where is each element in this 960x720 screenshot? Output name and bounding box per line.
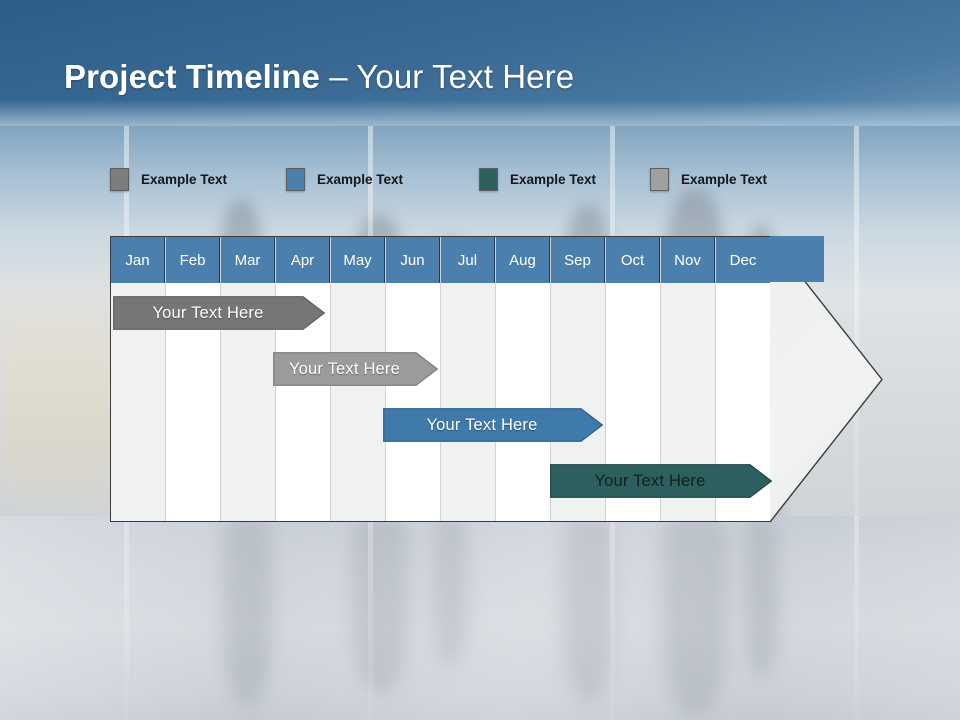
month-header-mar[interactable]: Mar xyxy=(221,237,275,283)
legend-item[interactable]: Example Text xyxy=(650,168,767,191)
timeline-column-jan: Jan xyxy=(111,237,166,521)
title-band xyxy=(0,0,960,126)
task-bar[interactable]: Your Text Here xyxy=(550,464,772,498)
timeline-column-feb: Feb xyxy=(166,237,221,521)
month-header-apr[interactable]: Apr xyxy=(276,237,330,283)
month-header-jan[interactable]: Jan xyxy=(111,237,165,283)
floor-reflection xyxy=(562,516,614,702)
legend-item-label: Example Text xyxy=(510,172,597,187)
legend-item[interactable]: Example Text xyxy=(479,168,596,191)
task-bar[interactable]: Your Text Here xyxy=(383,408,603,442)
page-title-strong: Project Timeline xyxy=(64,58,320,95)
window-mullion-reflection xyxy=(124,516,129,720)
task-bar-label: Your Text Here xyxy=(594,471,706,490)
window-mullion-reflection xyxy=(368,516,373,720)
legend-item-label: Example Text xyxy=(681,172,768,187)
task-bar-label: Your Text Here xyxy=(288,359,401,378)
legend-color-swatch xyxy=(286,168,305,191)
legend-color-swatch xyxy=(650,168,669,191)
timeline-column-jul: Jul xyxy=(441,237,496,521)
task-bar[interactable]: Your Text Here xyxy=(273,352,438,386)
task-bar-label: Your Text Here xyxy=(152,303,264,322)
task-bar-shape xyxy=(113,296,325,330)
floor-sheen xyxy=(0,516,960,720)
page-title-light: – Your Text Here xyxy=(319,58,575,95)
floor-reflection xyxy=(662,516,728,716)
floor-reflection xyxy=(744,516,778,676)
month-header-jun[interactable]: Jun xyxy=(386,237,440,283)
timeline-header-tail xyxy=(770,236,824,282)
legend-item-label: Example Text xyxy=(317,172,404,187)
window-mullion-reflection xyxy=(854,516,859,720)
page-title: Project Timeline – Your Text Here xyxy=(64,58,574,96)
month-header-nov[interactable]: Nov xyxy=(661,237,715,283)
timeline-column-aug: Aug xyxy=(496,237,551,521)
month-header-jul[interactable]: Jul xyxy=(441,237,495,283)
task-bar[interactable]: Your Text Here xyxy=(113,296,325,330)
floor-reflection xyxy=(222,516,272,706)
floor-reflection xyxy=(432,516,468,666)
legend-color-swatch xyxy=(110,168,129,191)
month-header-feb[interactable]: Feb xyxy=(166,237,220,283)
legend-item[interactable]: Example Text xyxy=(286,168,403,191)
legend-color-swatch xyxy=(479,168,498,191)
task-bar-shape xyxy=(273,352,438,386)
month-header-dec[interactable]: Dec xyxy=(716,237,770,283)
window-mullion-reflection xyxy=(610,516,615,720)
month-header-oct[interactable]: Oct xyxy=(606,237,660,283)
background-floor xyxy=(0,516,960,720)
task-bar-label: Your Text Here xyxy=(426,415,538,434)
task-bar-shape xyxy=(550,464,772,498)
legend: Example Text Example Text Example Text Exam… xyxy=(110,168,810,194)
legend-item-label: Example Text xyxy=(141,172,228,187)
month-header-sep[interactable]: Sep xyxy=(551,237,605,283)
legend-item[interactable]: Example Text xyxy=(110,168,227,191)
task-bar-shape xyxy=(383,408,603,442)
floor-reflection xyxy=(352,516,410,694)
month-header-may[interactable]: May xyxy=(331,237,385,283)
timeline-column-mar: Mar xyxy=(221,237,276,521)
month-header-aug[interactable]: Aug xyxy=(496,237,550,283)
